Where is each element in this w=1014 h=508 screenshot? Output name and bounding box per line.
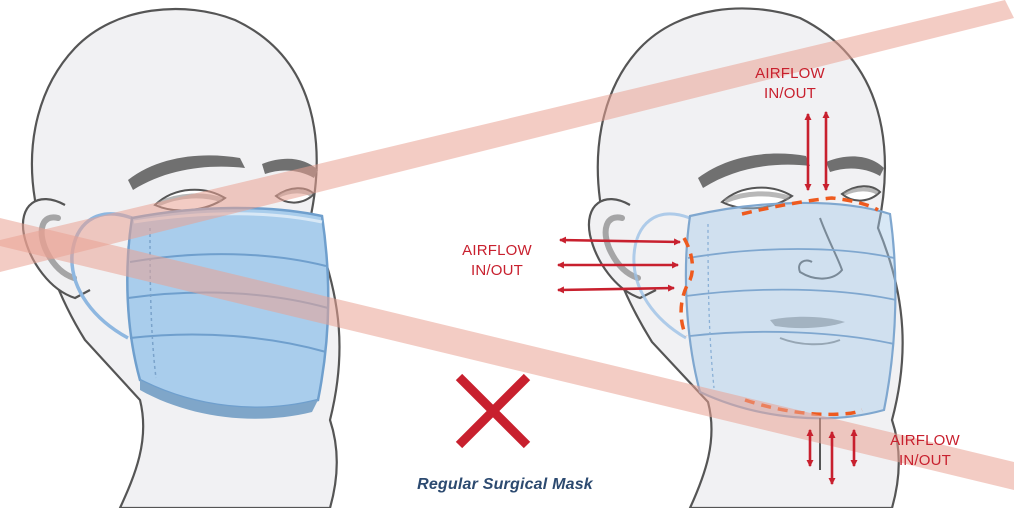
airflow-label-chin: AIRFLOW IN/OUT bbox=[870, 431, 980, 471]
diagram-caption: Regular Surgical Mask bbox=[330, 476, 680, 494]
airflow-label-chin-line1: AIRFLOW bbox=[870, 431, 980, 451]
right-mask bbox=[686, 203, 895, 418]
airflow-label-top: AIRFLOW IN/OUT bbox=[735, 64, 845, 104]
x-mark-icon bbox=[459, 377, 527, 445]
airflow-label-side: AIRFLOW IN/OUT bbox=[438, 241, 556, 281]
airflow-label-side-line2: IN/OUT bbox=[438, 261, 556, 281]
airflow-label-top-line2: IN/OUT bbox=[735, 84, 845, 104]
airflow-label-top-line1: AIRFLOW bbox=[735, 64, 845, 84]
airflow-label-side-line1: AIRFLOW bbox=[438, 241, 556, 261]
airflow-label-chin-line2: IN/OUT bbox=[870, 451, 980, 471]
